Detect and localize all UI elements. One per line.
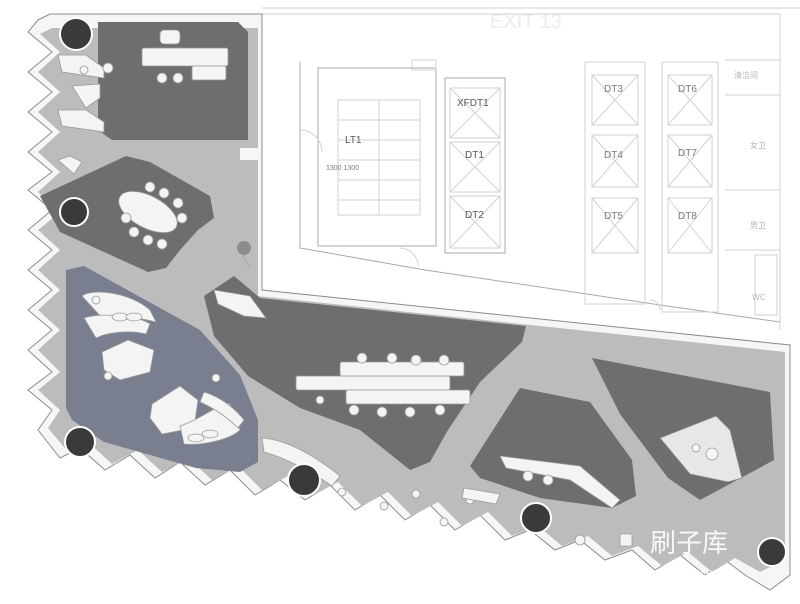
office-desk: [141, 47, 229, 67]
office-chair: [156, 72, 168, 84]
zone-right: [592, 358, 774, 500]
room-label-female-wc: 女卫: [750, 140, 766, 150]
meeting-chair: [156, 238, 168, 250]
meeting-table: [118, 190, 178, 234]
meeting-chair: [158, 187, 170, 199]
faded-heading: EXIT 13: [490, 11, 562, 33]
elevator-label-dt5: DT5: [604, 211, 623, 222]
column: [64, 426, 96, 458]
stair-well: [317, 67, 437, 247]
office-chair: [159, 29, 181, 45]
column-small: [237, 241, 251, 255]
room-label-wc: WC: [752, 293, 766, 302]
elevator-label-dt8: DT8: [678, 211, 697, 222]
zone-lounge-left: [66, 266, 258, 472]
meeting-chair: [142, 234, 154, 246]
bar-counter: [499, 455, 621, 509]
meeting-chair: [120, 212, 132, 224]
zone-workstations: [204, 249, 526, 470]
zone-bottom-center: [470, 388, 636, 509]
meeting-chair: [176, 212, 188, 224]
office-chair: [172, 72, 184, 84]
room-label-cleaning: 清洁间: [734, 70, 758, 80]
watermark-brand: 刷子库: [650, 529, 728, 559]
shaft-label-1: DT1: [465, 150, 484, 161]
shaft-label-0: XFDT1: [457, 98, 489, 109]
watermark: 刷子库 shuaziku.com: [650, 529, 728, 579]
elevator-label-dt3: DT3: [604, 84, 623, 95]
workstation-desk: [339, 361, 465, 377]
meeting-chair: [144, 181, 156, 193]
reception-island: [659, 415, 743, 483]
building-core: EXIT 13 LT1 1300 1300 XFDT1 DT1 DT2: [262, 7, 800, 330]
stair-dims: 1300 1300: [326, 165, 359, 172]
floor-furniture: [57, 155, 633, 547]
elevator-label-dt7: DT7: [678, 148, 697, 159]
column: [59, 17, 93, 51]
column: [757, 537, 787, 567]
stair-label: LT1: [345, 135, 362, 146]
structural-columns: [59, 17, 787, 567]
zone-office-topleft: [57, 22, 248, 140]
elevator-label-dt6: DT6: [678, 84, 697, 95]
room-label-male-wc: 男卫: [750, 221, 766, 230]
zone-meeting-room: [40, 156, 214, 272]
meeting-chair: [172, 197, 184, 209]
column: [520, 502, 552, 534]
meeting-chair: [128, 226, 140, 238]
shaft-label-2: DT2: [465, 210, 484, 221]
column: [287, 463, 321, 497]
lounge-table: [101, 339, 155, 381]
column: [59, 197, 89, 227]
elevator-label-dt4: DT4: [604, 150, 623, 161]
watermark-url: shuaziku.com: [660, 567, 727, 579]
workstation-desk: [345, 389, 471, 405]
workstation-desk: [295, 375, 451, 391]
